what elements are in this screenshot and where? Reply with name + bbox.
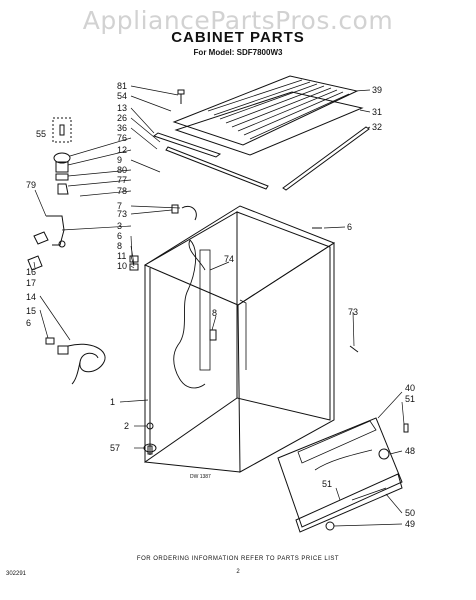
callout-15: 15	[26, 306, 36, 316]
callout-14: 14	[26, 292, 36, 302]
leader-lines	[33, 85, 405, 527]
callout-6: 6	[117, 231, 122, 241]
callout-2: 2	[124, 421, 129, 431]
wire-harness	[173, 239, 206, 389]
cabinet-body	[143, 205, 336, 473]
model-subtitle: For Model: SDF7800W3	[193, 48, 283, 57]
drawing-code: DW 1387	[190, 474, 211, 480]
callout-48: 48	[405, 446, 415, 456]
callout-6: 6	[347, 222, 352, 232]
doc-code: 302291	[6, 571, 27, 577]
power-cord	[57, 343, 106, 385]
footer-note: FOR ORDERING INFORMATION REFER TO PARTS …	[136, 556, 340, 562]
diagram-title: CABINET PARTS	[171, 29, 305, 46]
screw-part	[177, 89, 185, 104]
callout-50: 50	[405, 508, 415, 518]
callout-labels: 8154132636761298077785579773368111016171…	[26, 81, 415, 529]
callout-32: 32	[372, 122, 382, 132]
page-number: 2	[236, 569, 240, 575]
watermark: AppliancePartsPros.com	[82, 6, 394, 35]
callout-8: 8	[212, 308, 217, 318]
callout-51: 51	[322, 479, 332, 489]
callout-51: 51	[405, 394, 415, 404]
callout-78: 78	[117, 186, 127, 196]
callout-9: 9	[117, 155, 122, 165]
top-panel	[172, 75, 359, 146]
small-hardware	[27, 117, 409, 455]
callout-74: 74	[224, 254, 234, 264]
callout-57: 57	[110, 443, 120, 453]
callout-26: 26	[117, 113, 127, 123]
callout-10: 10	[117, 261, 127, 271]
callout-6: 6	[26, 318, 31, 328]
callout-40: 40	[405, 383, 415, 393]
callout-11: 11	[117, 251, 126, 261]
callout-13: 13	[117, 103, 127, 113]
callout-73: 73	[348, 307, 358, 317]
callout-36: 36	[117, 123, 127, 133]
callout-16: 16	[26, 267, 36, 277]
callout-81: 81	[117, 81, 127, 91]
callout-55: 55	[36, 129, 46, 139]
callout-1: 1	[110, 397, 115, 407]
callout-31: 31	[372, 107, 382, 117]
callout-49: 49	[405, 519, 415, 529]
callout-17: 17	[26, 278, 36, 288]
callout-12: 12	[117, 145, 127, 155]
door-panel	[277, 417, 403, 533]
top-plate	[174, 91, 364, 156]
callout-77: 77	[117, 175, 127, 185]
callout-54: 54	[117, 91, 127, 101]
callout-76: 76	[117, 133, 127, 143]
callout-80: 80	[117, 165, 127, 175]
callout-39: 39	[372, 85, 382, 95]
callout-8: 8	[117, 241, 122, 251]
callout-3: 3	[117, 221, 122, 231]
callout-79: 79	[26, 180, 36, 190]
trim-strips	[152, 126, 370, 191]
callout-73: 73	[117, 209, 127, 219]
callout-7: 7	[117, 201, 122, 211]
